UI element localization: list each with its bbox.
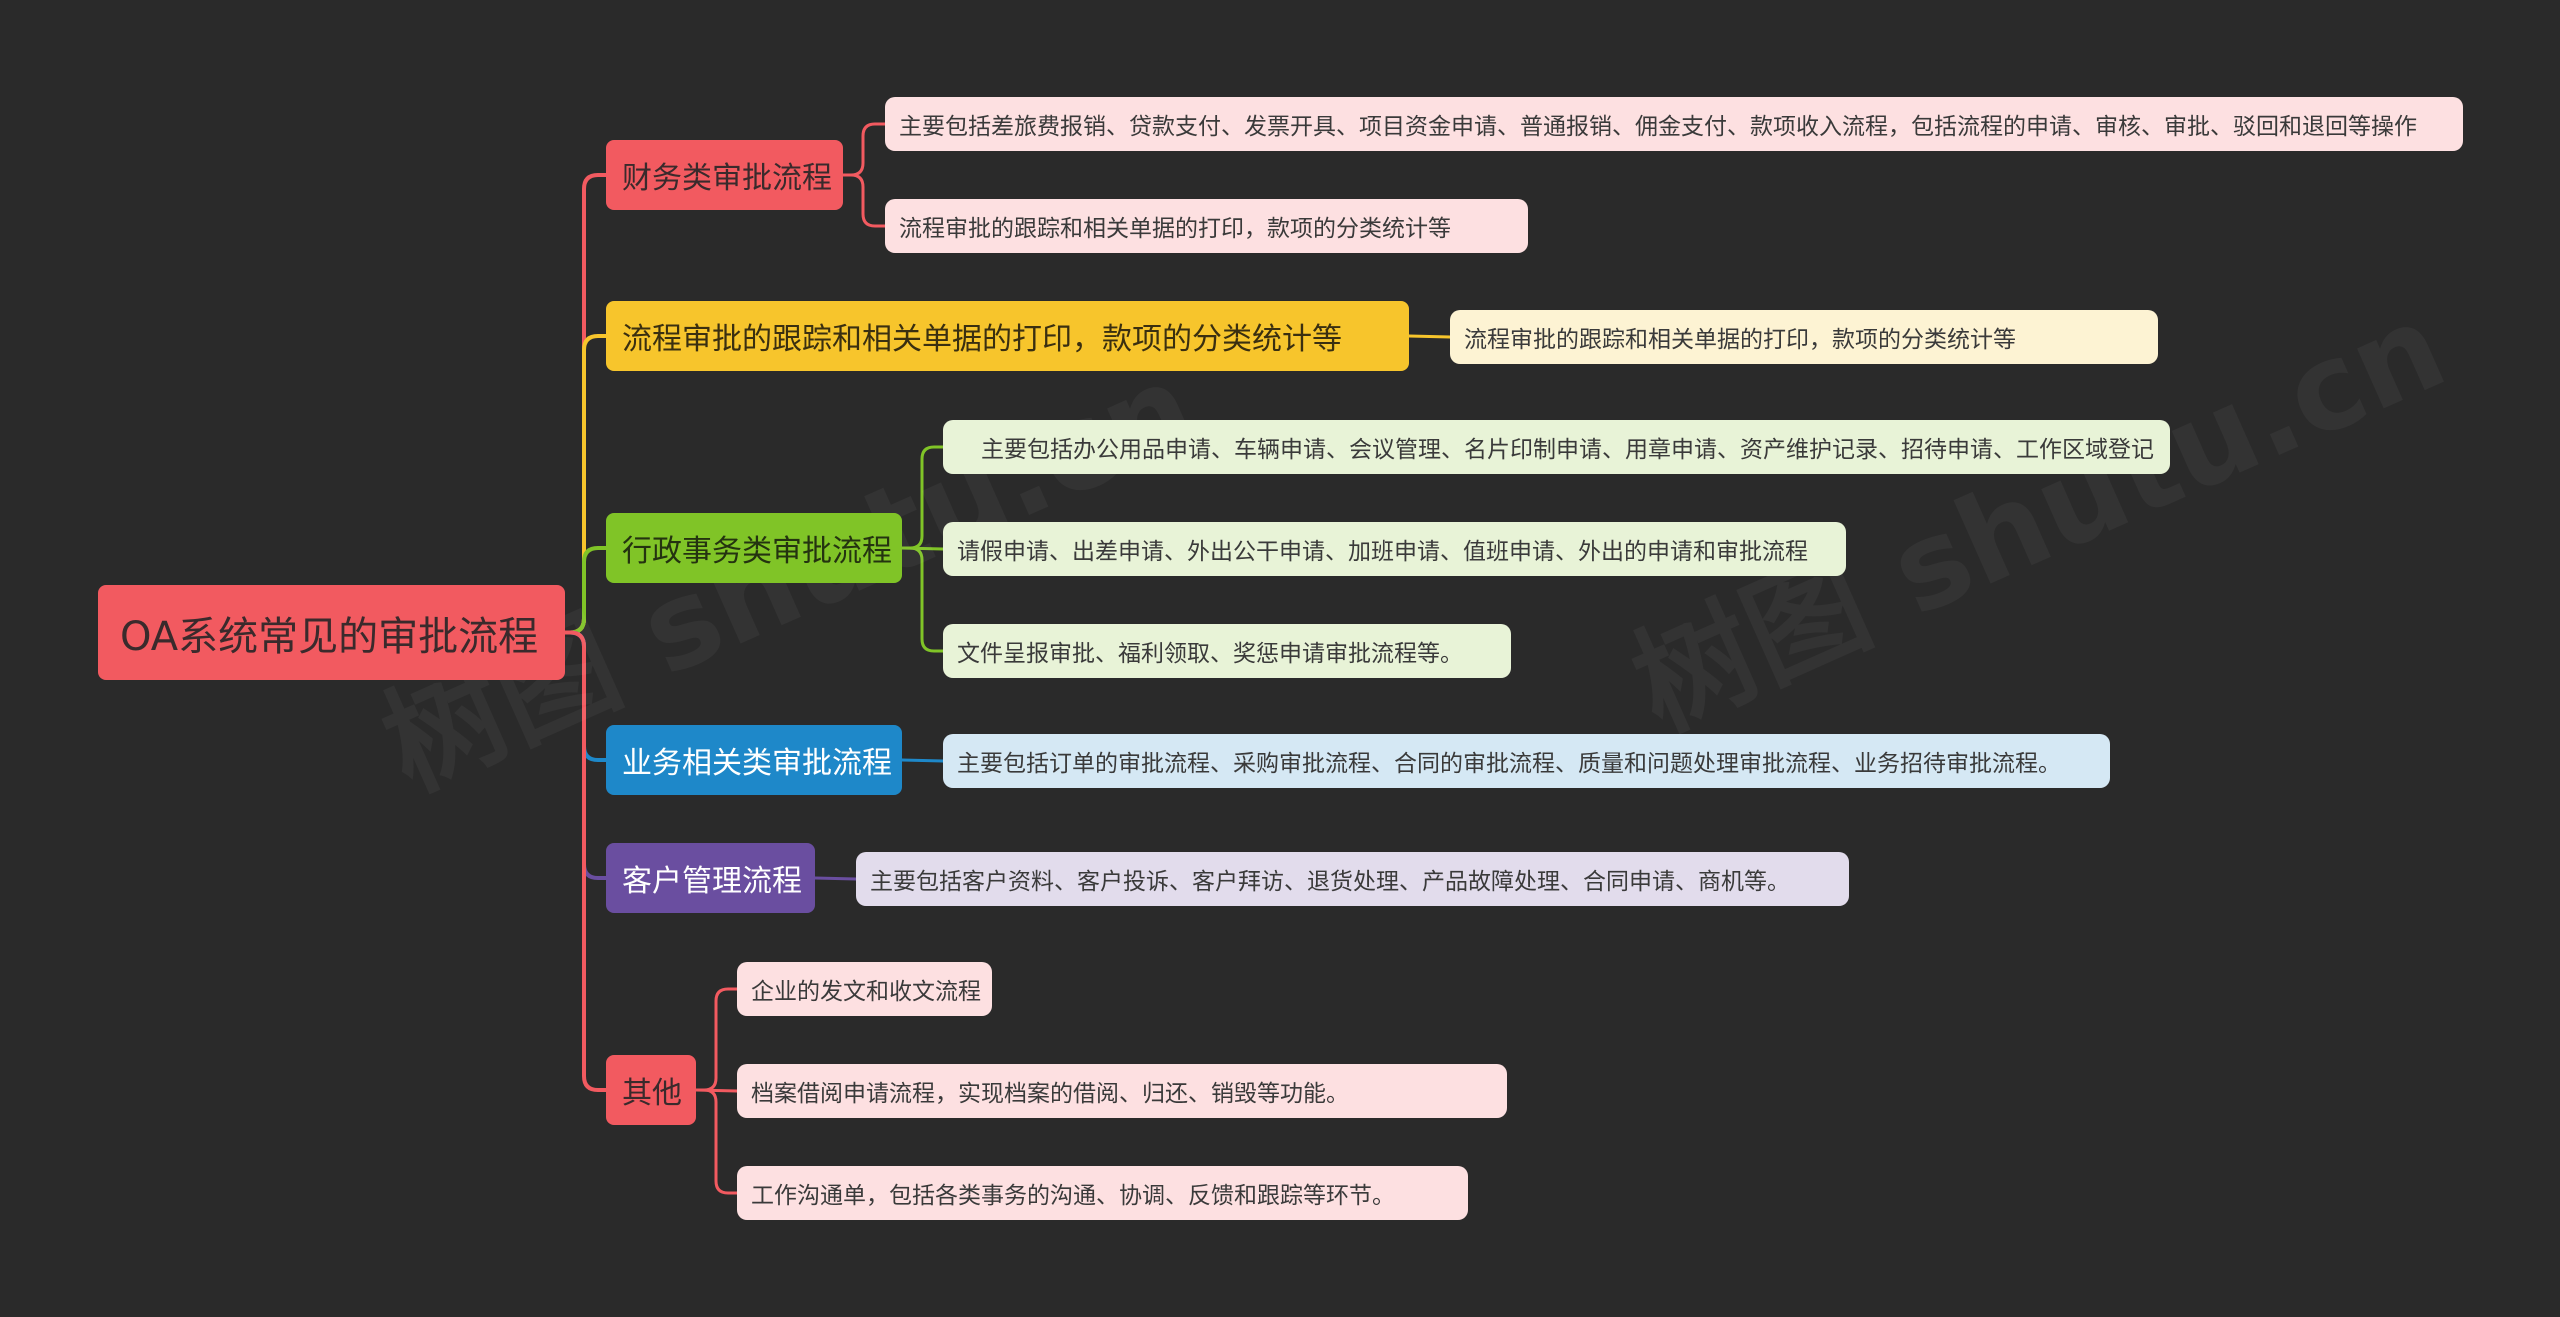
leaf-finance-tracking[interactable]: 流程审批的跟踪和相关单据的打印，款项的分类统计等 [885,199,1528,253]
leaf-text: 流程审批的跟踪和相关单据的打印，款项的分类统计等 [1464,327,2016,353]
leaf-admin-scope[interactable]: 主要包括办公用品申请、车辆申请、会议管理、名片印制申请、用章申请、资产维护记录、… [943,420,2170,474]
leaf-connector [841,122,887,177]
leaf-connector [900,758,945,763]
leaf-connector [694,987,739,1092]
branch-administrative-approval[interactable]: 行政事务类审批流程 [606,513,902,583]
leaf-business-scope[interactable]: 主要包括订单的审批流程、采购审批流程、合同的审批流程、质量和问题处理审批流程、业… [943,734,2110,788]
branch-label: 财务类审批流程 [622,161,832,196]
leaf-connector [694,1088,739,1195]
leaf-finance-scope[interactable]: 主要包括差旅费报销、贷款支付、发票开具、项目资金申请、普通报销、佣金支付、款项收… [885,97,2463,151]
leaf-text: 请假申请、出差申请、外出公干申请、加班申请、值班申请、外出的申请和审批流程 [957,539,1808,565]
branch-finance-approval[interactable]: 财务类审批流程 [606,140,843,210]
branch-label: 流程审批的跟踪和相关单据的打印，款项的分类统计等 [622,322,1342,357]
leaf-text: 文件呈报审批、福利领取、奖惩申请审批流程等。 [957,641,1463,667]
leaf-text: 流程审批的跟踪和相关单据的打印，款项的分类统计等 [899,216,1451,242]
leaf-customer-scope[interactable]: 主要包括客户资料、客户投诉、客户拜访、退货处理、产品故障处理、合同申请、商机等。 [856,852,1849,906]
leaf-connector [900,445,945,550]
branch-connector [563,546,608,635]
branch-other[interactable]: 其他 [606,1055,696,1125]
leaf-connector [813,876,858,881]
branch-label: 客户管理流程 [622,864,802,899]
branch-connector [563,630,608,1092]
branch-label: 行政事务类审批流程 [622,534,892,569]
leaf-admin-leave[interactable]: 请假申请、出差申请、外出公干申请、加班申请、值班申请、外出的申请和审批流程 [943,522,1846,576]
leaf-connector [841,173,887,228]
leaf-text: 工作沟通单，包括各类事务的沟通、协调、反馈和跟踪等环节。 [751,1183,1395,1209]
leaf-text: 主要包括订单的审批流程、采购审批流程、合同的审批流程、质量和问题处理审批流程、业… [957,751,2061,777]
leaf-tracking-printing[interactable]: 流程审批的跟踪和相关单据的打印，款项的分类统计等 [1450,310,2158,364]
branch-business-approval[interactable]: 业务相关类审批流程 [606,725,902,795]
leaf-text: 主要包括客户资料、客户投诉、客户拜访、退货处理、产品故障处理、合同申请、商机等。 [870,869,1790,895]
branch-label: 业务相关类审批流程 [622,746,892,781]
branch-tracking-printing[interactable]: 流程审批的跟踪和相关单据的打印，款项的分类统计等 [606,301,1409,371]
leaf-text: 档案借阅申请流程，实现档案的借阅、归还、销毁等功能。 [751,1081,1349,1107]
leaf-text: 主要包括办公用品申请、车辆申请、会议管理、名片印制申请、用章申请、资产维护记录、… [981,437,2154,463]
leaf-other-archives[interactable]: 档案借阅申请流程，实现档案的借阅、归还、销毁等功能。 [737,1064,1507,1118]
root-label: OA系统常见的审批流程 [120,613,539,660]
leaf-text: 企业的发文和收文流程 [751,979,981,1005]
leaf-connector [900,546,945,653]
branch-customer-management[interactable]: 客户管理流程 [606,843,815,913]
leaf-connector [1407,334,1452,339]
root-node[interactable]: OA系统常见的审批流程 [98,585,565,680]
leaf-text: 主要包括差旅费报销、贷款支付、发票开具、项目资金申请、普通报销、佣金支付、款项收… [899,114,2417,140]
branch-label: 其他 [622,1076,682,1111]
leaf-other-documents[interactable]: 企业的发文和收文流程 [737,962,992,1016]
leaf-admin-documents[interactable]: 文件呈报审批、福利领取、奖惩申请审批流程等。 [943,624,1511,678]
leaf-other-communication[interactable]: 工作沟通单，包括各类事务的沟通、协调、反馈和跟踪等环节。 [737,1166,1468,1220]
